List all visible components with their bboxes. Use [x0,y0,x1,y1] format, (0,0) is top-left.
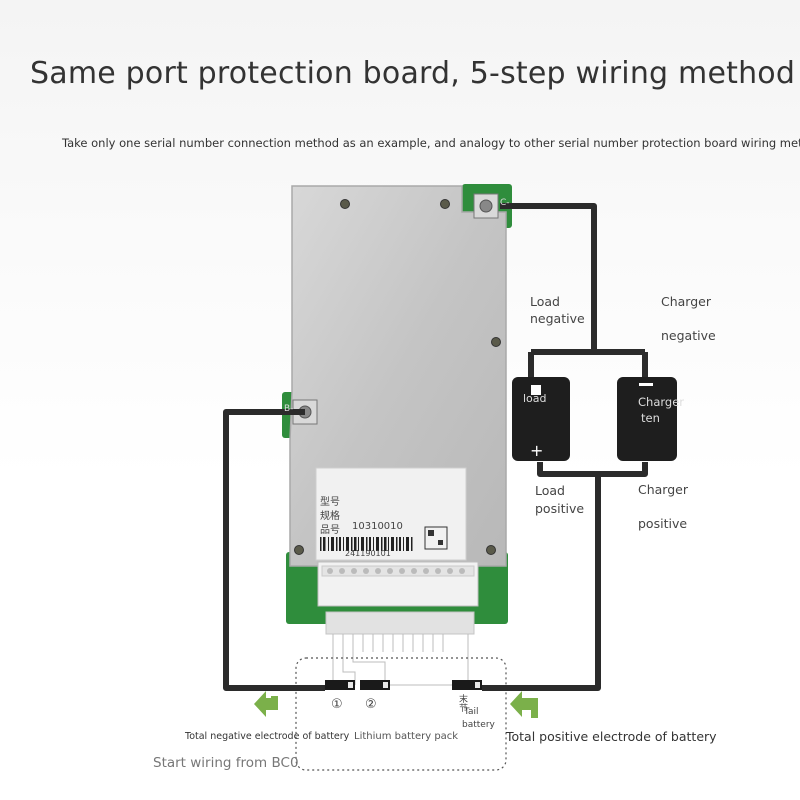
main-wires [223,203,648,691]
connector-pins [327,568,465,574]
charger-negative-line2: negative [661,328,716,343]
cell-1 [325,680,355,690]
load-negative-line2: negative [530,311,585,326]
board-label-part: 品号 [320,525,340,536]
arrow-left-icon [254,691,278,717]
arrow-right-icon [510,691,538,718]
battery-pack-label: Lithium battery pack [354,731,459,742]
board-label-model: 型号 [320,497,340,508]
load-positive-line2: positive [535,501,585,516]
load-plus-sign: + [530,441,544,460]
board-label-spec: 规格 [320,511,340,522]
charger-positive-line1: Charger [638,482,688,497]
cell-2 [360,680,390,690]
screw-bottom-left [294,545,304,555]
charger-device-label-line1: Charger [638,395,684,409]
total-negative-label: Total negative electrode of battery [185,731,350,742]
page-subtitle: Take only one serial number connection m… [62,136,800,150]
wire-b-minus-to-pack-negative [223,409,325,691]
board-label-code: 10310010 [352,521,403,532]
screw-mid-right [491,337,501,347]
load-device [512,377,570,461]
load-positive-line1: Load [535,483,565,498]
board-label-serial: 241190101 [345,549,391,558]
qr-code [424,526,448,550]
tail-label-line1: Tail [464,707,479,717]
charger-device-label-line2: ten [641,411,660,425]
load-device-label: load [523,392,547,405]
load-negative-line1: Load [530,294,560,309]
charger-positive-line2: positive [638,516,688,531]
page-title: Same port protection board, 5-step wirin… [30,56,796,91]
screw-top-right [440,199,450,209]
screw-top-left [340,199,350,209]
charger-device [617,377,677,461]
tail-label-line2: battery [462,720,495,730]
start-wiring-label: Start wiring from BC0 [153,755,299,771]
cell-2-number: ② [365,697,377,712]
c-minus-mark: C- [500,198,510,208]
wire-c-minus-to-junction [500,203,597,352]
battery-cells [325,680,482,690]
protection-board [282,184,512,635]
cell-1-number: ① [331,697,343,712]
total-positive-label: Total positive electrode of battery [506,729,717,744]
tail-cell-mark: 末节 [457,694,467,712]
load-minus-marker [531,385,541,395]
balance-plug [325,611,475,635]
wire-positive-bus [537,462,648,477]
charger-minus-marker [639,383,653,386]
barcode [320,537,413,551]
balance-wires [332,634,469,686]
b-minus-mark: B- [284,404,294,414]
battery-pack-outline [295,657,507,771]
charger-negative-line1: Charger [661,294,711,309]
wire-positive-to-pack [482,474,601,691]
screw-bottom-right [486,545,496,555]
cell-tail [452,680,482,690]
c-minus-pad [473,193,499,219]
